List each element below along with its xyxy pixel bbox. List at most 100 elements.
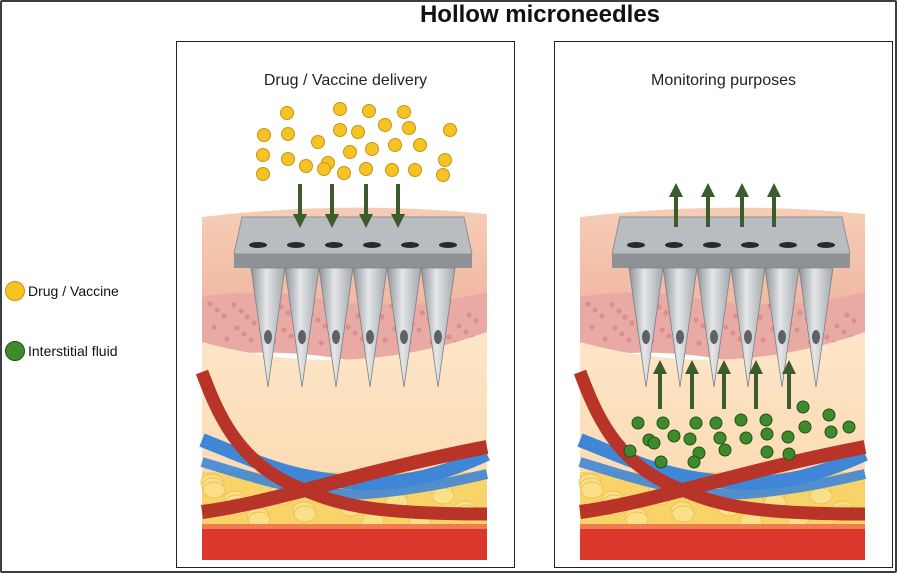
needle-channel <box>434 330 442 344</box>
legend-item-drug: Drug / Vaccine <box>5 281 119 301</box>
dermis-texture-dot <box>760 337 766 343</box>
legend-item-fluid: Interstitial fluid <box>5 341 117 361</box>
vein-vessel <box>200 457 489 500</box>
microneedle <box>352 267 388 388</box>
drug-particle <box>362 104 376 118</box>
drug-particle <box>281 152 295 166</box>
dermis-texture-dot <box>231 302 237 308</box>
patch-top <box>233 216 473 255</box>
microneedle <box>662 267 698 388</box>
dermis-texture-dot <box>285 310 291 316</box>
interstitial-fluid-particle <box>656 416 670 430</box>
dermis-texture-dot <box>281 327 287 333</box>
microneedle <box>798 267 834 388</box>
needle-channel <box>744 330 752 344</box>
needle-bore <box>741 242 759 248</box>
dermis-texture-dot <box>599 313 605 319</box>
dermis-texture-dot <box>619 331 625 337</box>
drug-particle <box>333 102 347 116</box>
interstitial-fluid-particle <box>683 432 697 446</box>
dermis-texture-dot <box>241 331 247 337</box>
interstitial-fluid-particle <box>781 430 795 444</box>
drug-particle <box>408 163 422 177</box>
interstitial-fluid-particle <box>654 455 668 469</box>
interstitial-fluid-particle <box>760 427 774 441</box>
dermis-texture-dot <box>345 324 351 330</box>
up-arrow-icon <box>735 183 749 197</box>
interstitial-fluid-particle <box>631 416 645 430</box>
fat-cell <box>580 481 604 499</box>
muscle-edge <box>202 524 487 529</box>
dermis-texture-dot <box>589 324 595 330</box>
needle-channel <box>400 330 408 344</box>
needle-bore <box>703 242 721 248</box>
dermis-texture-dot <box>211 324 217 330</box>
dermis-texture-dot <box>214 307 220 313</box>
drug-particle <box>256 167 270 181</box>
dermis-texture-dot <box>794 327 800 333</box>
needle-channel <box>264 330 272 344</box>
drug-particle <box>257 128 271 142</box>
up-arrow-icon <box>653 360 667 374</box>
dermis-texture-dot <box>592 307 598 313</box>
fat-cell <box>809 487 833 505</box>
dermis-texture-dot <box>797 310 803 316</box>
up-arrow-icon <box>749 360 763 374</box>
dermis-texture-dot <box>723 324 729 330</box>
interstitial-fluid-particle <box>687 455 701 469</box>
dermis-texture-dot <box>234 325 240 331</box>
dermis-texture-dot <box>666 333 672 339</box>
interstitial-fluid-particle <box>759 413 773 427</box>
skin-illustration-monitoring <box>573 183 868 560</box>
dermis-texture-dot <box>382 337 388 343</box>
interstitial-fluid-particle <box>689 416 703 430</box>
panel-monitoring: Monitoring purposes <box>554 41 893 568</box>
dermis-texture-dot <box>602 336 608 342</box>
drug-particle <box>388 138 402 152</box>
drug-particle <box>311 135 325 149</box>
needle-bore <box>249 242 267 248</box>
up-arrow-icon <box>767 183 781 197</box>
dermis-texture-dot <box>663 310 669 316</box>
interstitial-fluid-particle <box>713 431 727 445</box>
dermis-texture-dot <box>841 329 847 335</box>
dermis-texture-dot <box>456 323 462 329</box>
drug-dot-icon <box>5 281 25 301</box>
interstitial-fluid-particle <box>739 431 753 445</box>
drug-particle <box>413 138 427 152</box>
dermis-texture-dot <box>207 301 213 307</box>
dermis-texture-dot <box>659 327 665 333</box>
interstitial-fluid-particle <box>623 444 637 458</box>
microneedle <box>250 267 286 388</box>
dermis-texture-dot <box>612 325 618 331</box>
dermis-texture-dot <box>244 314 250 320</box>
dermis-texture-dot <box>844 312 850 318</box>
drug-particle <box>365 142 379 156</box>
interstitial-fluid-particle <box>824 425 838 439</box>
drug-particle <box>281 127 295 141</box>
interstitial-fluid-particle <box>734 413 748 427</box>
needle-channel <box>778 330 786 344</box>
interstitial-fluid-particle <box>647 436 661 450</box>
fat-cell <box>671 505 695 523</box>
drug-particle <box>256 148 270 162</box>
needle-channel <box>298 330 306 344</box>
interstitial-fluid-particle <box>798 420 812 434</box>
up-arrow-icon <box>782 360 796 374</box>
needle-bore <box>325 242 343 248</box>
artery-vessel <box>579 440 867 519</box>
dermis-texture-dot <box>696 340 702 346</box>
dermis-texture-dot <box>851 318 857 324</box>
needle-bore <box>401 242 419 248</box>
dermis-texture-dot <box>251 320 257 326</box>
needle-bore <box>665 242 683 248</box>
drug-particle <box>397 105 411 119</box>
microneedle <box>730 267 766 388</box>
microneedle <box>764 267 800 388</box>
down-arrow-icon <box>391 214 405 228</box>
patch-top <box>611 216 851 255</box>
drug-particle <box>299 159 313 173</box>
dermis-texture-dot <box>585 301 591 307</box>
dermis-texture-dot <box>629 320 635 326</box>
dermis-texture-dot <box>626 337 632 343</box>
